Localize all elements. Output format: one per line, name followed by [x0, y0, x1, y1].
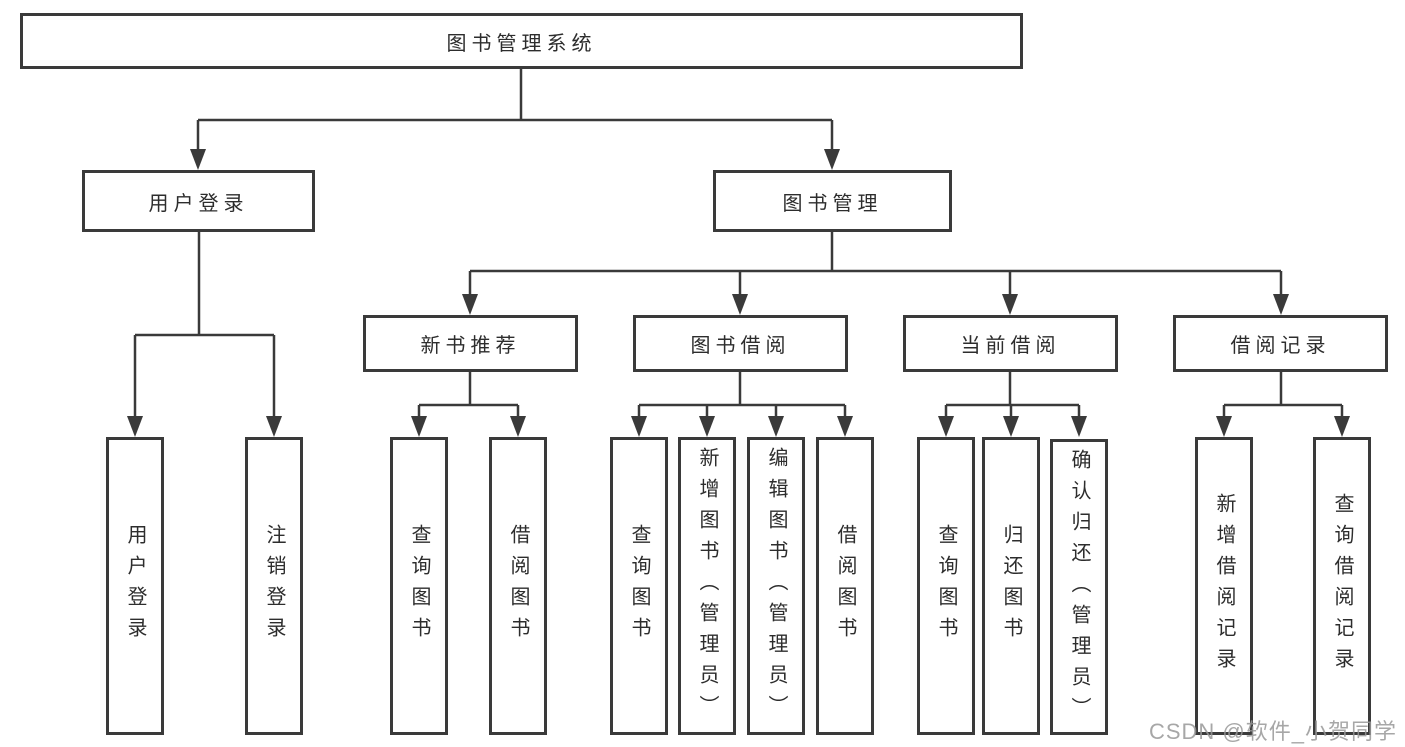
leaf-rec-borrow-book-label: 借阅图书 [507, 524, 529, 648]
node-new-book-recommend: 新书推荐 [363, 315, 578, 372]
leaf-bb-borrow-book: 借阅图书 [816, 437, 874, 735]
leaf-logout-label: 注销登录 [263, 524, 285, 648]
leaf-cb-confirm-return-admin: 确认归还（管理员） [1050, 439, 1108, 735]
leaf-br-add-record-label: 新增借阅记录 [1213, 493, 1235, 679]
leaf-bb-borrow-book-label: 借阅图书 [834, 524, 856, 648]
node-book-management: 图书管理 [713, 170, 952, 232]
node-book-borrow: 图书借阅 [633, 315, 848, 372]
leaf-bb-query-book: 查询图书 [610, 437, 668, 735]
leaf-rec-query-book: 查询图书 [390, 437, 448, 735]
node-user-login: 用户登录 [82, 170, 315, 232]
leaf-bb-add-book-admin: 新增图书（管理员） [678, 437, 736, 735]
leaf-cb-confirm-return-admin-label: 确认归还（管理员） [1068, 449, 1090, 728]
leaf-cb-query-book-label: 查询图书 [935, 524, 957, 648]
leaf-br-add-record: 新增借阅记录 [1195, 437, 1253, 735]
leaf-cb-query-book: 查询图书 [917, 437, 975, 735]
leaf-rec-query-book-label: 查询图书 [408, 524, 430, 648]
leaf-bb-add-book-admin-label: 新增图书（管理员） [696, 447, 718, 726]
leaf-bb-edit-book-admin: 编辑图书（管理员） [747, 437, 805, 735]
leaf-bb-query-book-label: 查询图书 [628, 524, 650, 648]
leaf-logout: 注销登录 [245, 437, 303, 735]
leaf-br-query-record: 查询借阅记录 [1313, 437, 1371, 735]
leaf-bb-edit-book-admin-label: 编辑图书（管理员） [765, 447, 787, 726]
node-current-borrow: 当前借阅 [903, 315, 1118, 372]
leaf-cb-return-book: 归还图书 [982, 437, 1040, 735]
node-root: 图书管理系统 [20, 13, 1023, 69]
leaf-cb-return-book-label: 归还图书 [1000, 524, 1022, 648]
leaf-rec-borrow-book: 借阅图书 [489, 437, 547, 735]
leaf-user-login-label: 用户登录 [124, 524, 146, 648]
leaf-br-query-record-label: 查询借阅记录 [1331, 493, 1353, 679]
leaf-user-login: 用户登录 [106, 437, 164, 735]
node-borrow-record: 借阅记录 [1173, 315, 1388, 372]
